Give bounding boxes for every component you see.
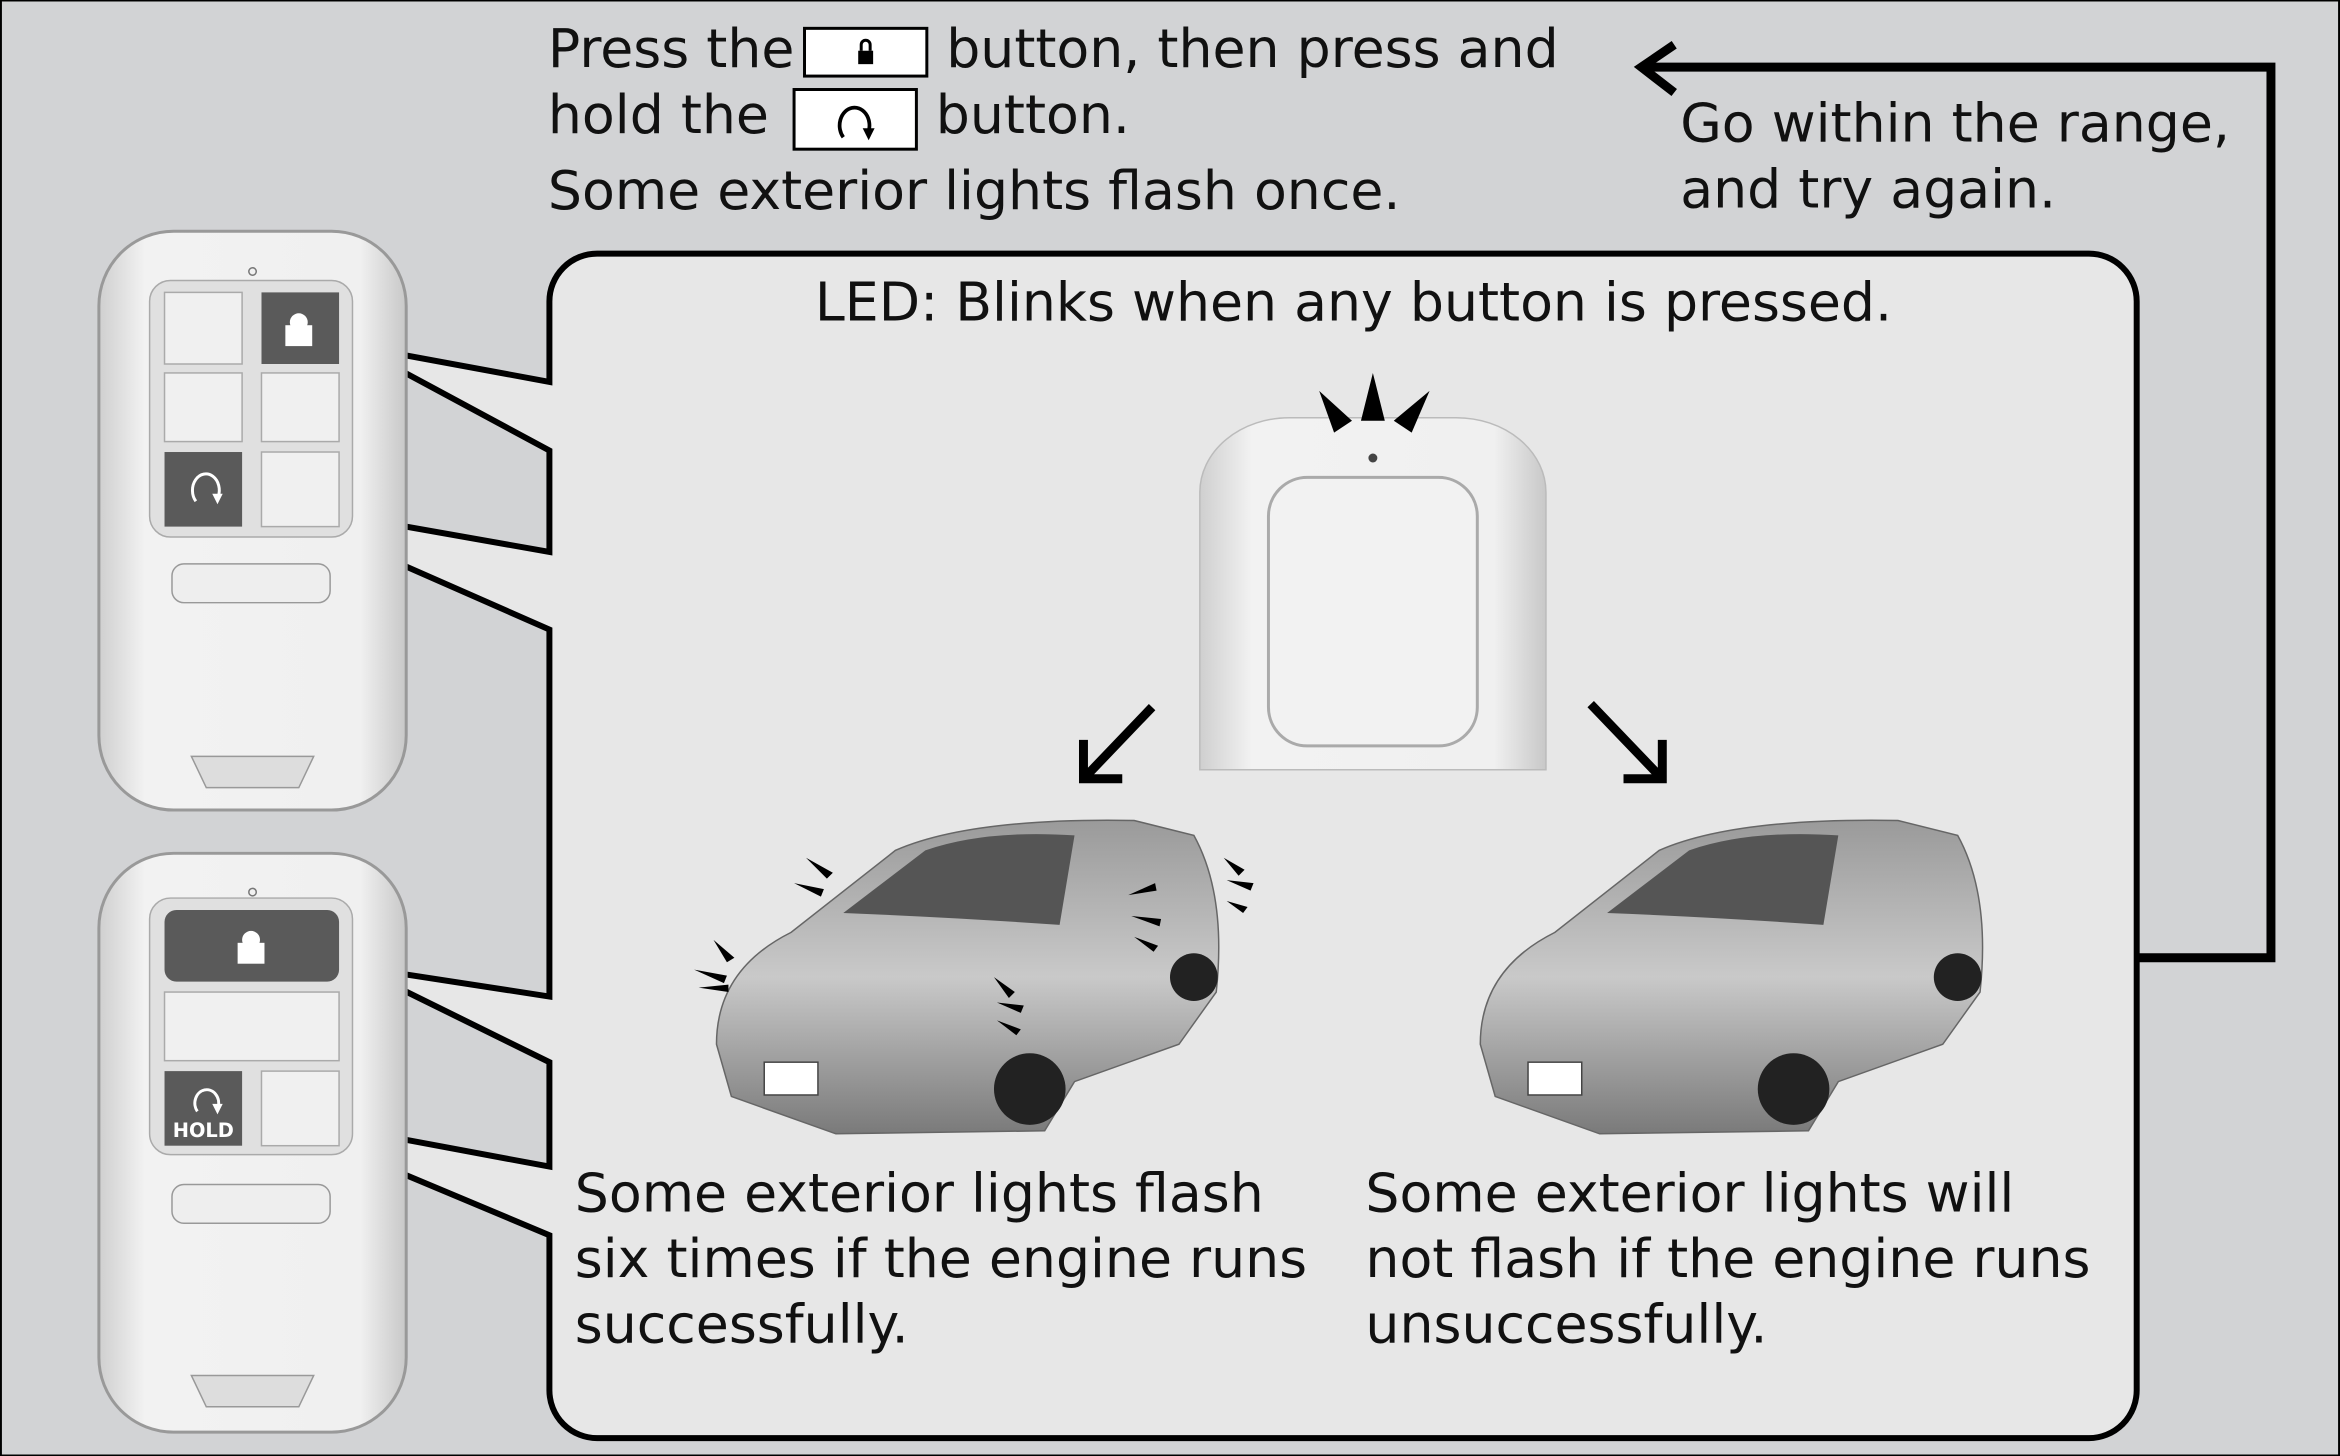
key-fob-before: [97, 229, 408, 812]
remote-start-button: [164, 452, 243, 527]
key-fob-led-closeup: [1199, 372, 1547, 771]
success-line3: successfully.: [575, 1293, 909, 1356]
retry-arrowhead: [1633, 41, 1677, 97]
failure-line3: unsuccessfully.: [1365, 1293, 1767, 1356]
instruction-line3: Some exterior lights flash once.: [548, 159, 1401, 222]
hold-label: HOLD: [173, 1119, 234, 1142]
key-fob-after: HOLD: [97, 851, 408, 1434]
circular-arrow-icon: [193, 1088, 223, 1115]
instruction-line2-a: hold the: [548, 83, 769, 146]
circular-arrow-icon: [191, 472, 223, 505]
retry-line1: Go within the range,: [1680, 92, 2230, 155]
success-line1: Some exterior lights flash: [575, 1161, 1264, 1224]
instructions: Press the button, then press and hold th…: [548, 17, 1559, 222]
car-no-flash: [1479, 819, 1984, 1135]
success-line2: six times if the engine runs: [575, 1227, 1307, 1290]
failure-line1: Some exterior lights will: [1365, 1161, 2014, 1224]
instruction-line1-a: Press the: [548, 17, 794, 80]
lock-icon: [285, 313, 313, 347]
arrow-to-success: [1079, 704, 1156, 784]
arrow-to-failure: [1587, 701, 1667, 784]
flash-icon: [694, 857, 1254, 1036]
car-lights-flashing: [694, 819, 1254, 1135]
instruction-line2-b: button.: [936, 83, 1130, 146]
lock-icon: [237, 930, 265, 964]
led-blink-icon: [1319, 372, 1430, 433]
instruction-line1-b: button, then press and: [946, 17, 1558, 80]
retry-arrow: [1648, 62, 2276, 963]
failure-line2: not flash if the engine runs: [1365, 1227, 2090, 1290]
remote-start-button-icon: [792, 88, 918, 151]
lock-button-icon: [803, 26, 929, 78]
led-indicator: [1368, 453, 1378, 463]
retry-line2: and try again.: [1680, 157, 2056, 220]
led-caption: LED: Blinks when any button is pressed.: [815, 271, 1892, 334]
